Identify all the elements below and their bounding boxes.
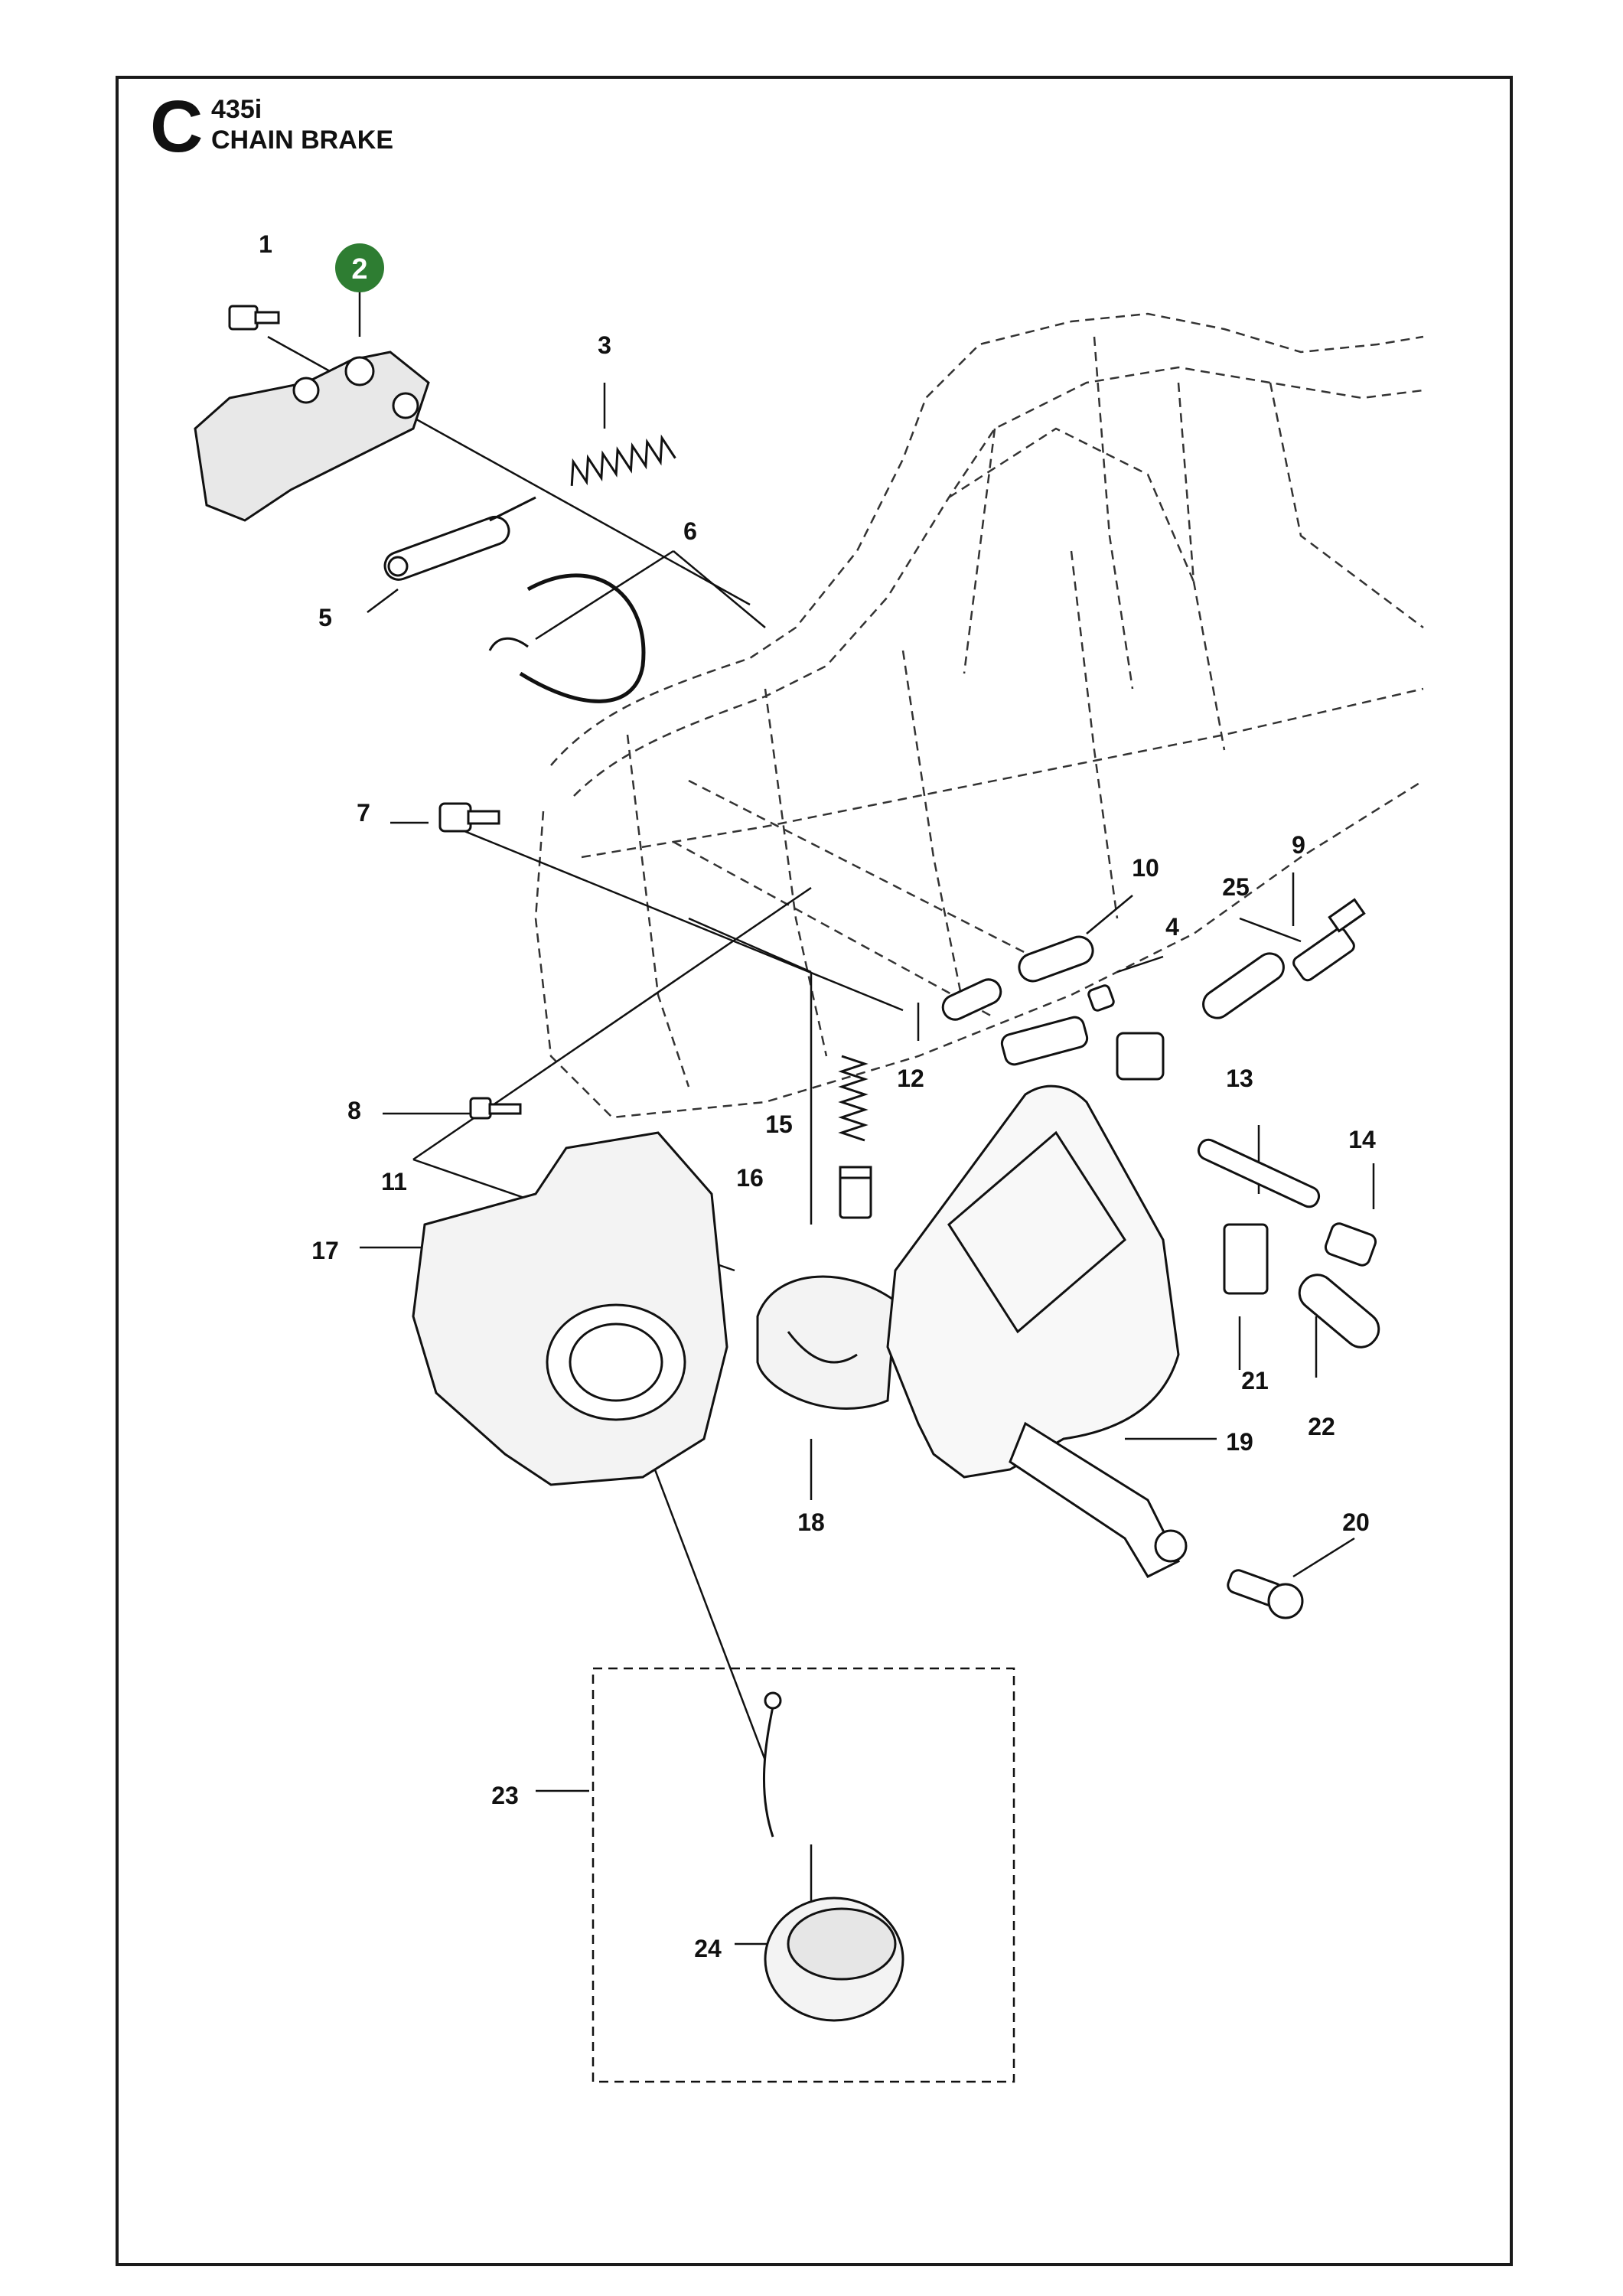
callout-4: 4 <box>1165 913 1179 941</box>
callout-6: 6 <box>683 517 697 545</box>
clip-21 <box>1223 1223 1269 1295</box>
actuator-13 <box>1000 1016 1321 1208</box>
saw-body-outline <box>534 312 1424 1119</box>
leader-lines <box>267 283 1375 1945</box>
callout-9: 9 <box>1292 831 1305 859</box>
oil-cap-24 <box>762 1691 904 2022</box>
highlight-badge <box>335 243 384 292</box>
callout-15: 15 <box>765 1110 793 1138</box>
brake-bracket-2 <box>194 351 430 522</box>
brake-band-6 <box>488 573 646 703</box>
callout-14: 14 <box>1348 1126 1376 1153</box>
callout-18: 18 <box>797 1508 825 1536</box>
diagram-title: CHAIN BRAKE <box>211 126 393 155</box>
spring-3 <box>570 434 676 486</box>
spring-15 <box>838 1055 869 1142</box>
callout-19: 19 <box>1226 1428 1253 1456</box>
callout-12: 12 <box>897 1065 924 1092</box>
callout-7: 7 <box>357 799 370 827</box>
callout-3: 3 <box>598 331 611 359</box>
kit-23-box <box>592 1667 1015 2083</box>
screw-1 <box>228 305 280 331</box>
washer-4 <box>1087 984 1115 1012</box>
sleeve-22 <box>1298 1274 1380 1349</box>
callout-23: 23 <box>491 1782 519 1809</box>
block-16 <box>839 1166 872 1219</box>
callout-20: 20 <box>1342 1508 1370 1536</box>
callout-1: 1 <box>259 230 272 258</box>
callout-25: 25 <box>1222 873 1250 901</box>
link-12 <box>941 978 1002 1021</box>
pin-9 <box>1292 898 1366 982</box>
callout-10: 10 <box>1132 854 1159 882</box>
callout-24: 24 <box>694 1935 722 1962</box>
guide-18 <box>756 1275 897 1410</box>
screw-7 <box>438 802 500 833</box>
section-letter: C <box>150 86 204 168</box>
callout-5: 5 <box>318 604 332 631</box>
bushing-14 <box>1324 1222 1377 1267</box>
pin-25 <box>1202 952 1285 1019</box>
model-name: 435i <box>211 95 262 124</box>
callout-11: 11 <box>381 1168 407 1195</box>
screw-8 <box>469 1097 522 1120</box>
callout-17: 17 <box>311 1237 339 1264</box>
callout-labels: 1 3 4 5 6 7 8 9 10 11 12 13 14 15 16 17 … <box>259 230 1376 1962</box>
callout-22: 22 <box>1308 1413 1335 1440</box>
diagram-frame <box>116 76 1513 2266</box>
parts <box>194 305 1380 2022</box>
link-10 <box>1018 935 1094 983</box>
callout-13: 13 <box>1226 1065 1253 1092</box>
lever-5 <box>383 496 536 581</box>
screw-20 <box>1227 1569 1304 1619</box>
clutch-cover-17 <box>412 1131 728 1486</box>
chain-brake-handle-19 <box>886 1084 1188 1578</box>
callout-16: 16 <box>736 1164 764 1192</box>
callout-8: 8 <box>347 1097 361 1124</box>
callout-21: 21 <box>1241 1367 1269 1394</box>
highlight-badge-label: 2 <box>351 253 367 285</box>
